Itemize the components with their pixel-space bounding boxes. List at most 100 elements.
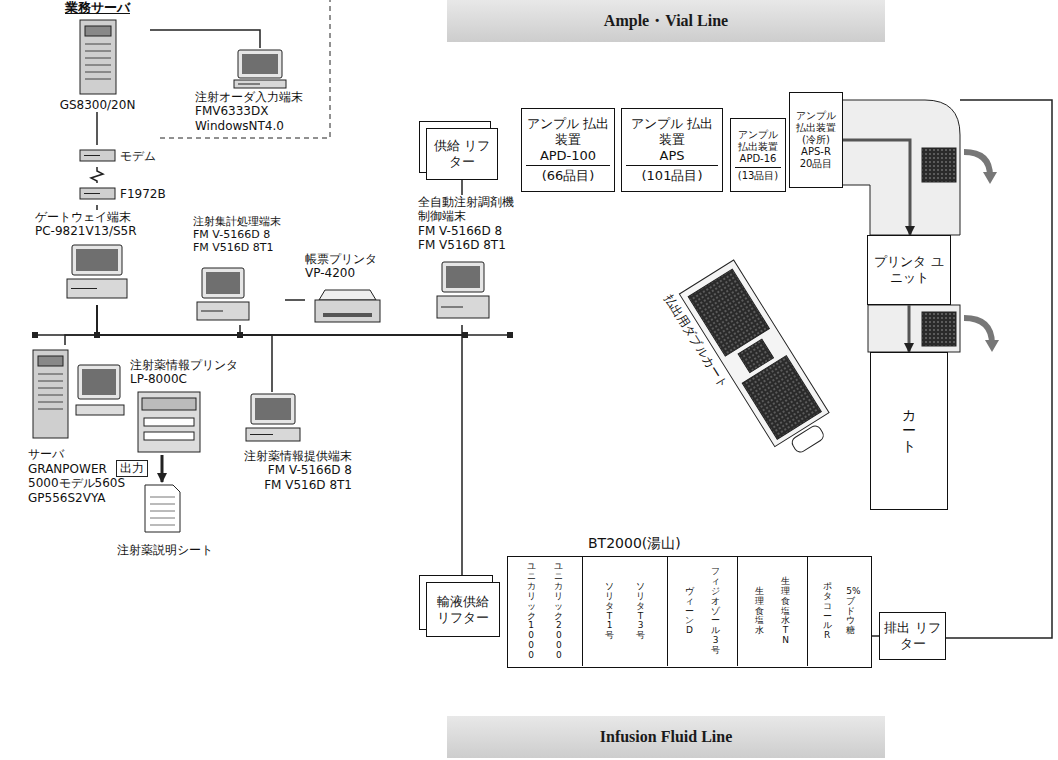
server-drive	[38, 356, 63, 366]
modem-slot	[84, 155, 100, 156]
document-line	[150, 525, 175, 526]
node-text: APD-16	[740, 153, 777, 165]
server-vent	[38, 381, 63, 382]
monitor-icon	[202, 268, 244, 298]
monitor-screen	[255, 398, 291, 420]
server-vent	[38, 388, 63, 389]
line-band: Infusion Fluid Line	[447, 716, 885, 758]
pc-slot	[71, 288, 97, 289]
server-vent	[85, 79, 111, 80]
cart-handle	[790, 424, 826, 455]
monitor-screen	[446, 266, 480, 288]
curved-arrow-head	[985, 340, 999, 352]
boundary-dashed-line	[160, 0, 330, 138]
copier-tray	[144, 418, 194, 426]
server-vent	[85, 44, 111, 45]
node-text: APD-100	[540, 148, 596, 164]
printer-tray	[319, 290, 376, 300]
process-box: アンプル 払出装置APD-16(13品目)	[730, 118, 786, 192]
node-text: FM V-5166D 8	[418, 224, 502, 238]
compartment-box: ポタコールR 5%ブドウ糖	[808, 557, 870, 666]
node-text: ソリタT3号	[636, 582, 645, 641]
device-node: F1972B	[78, 183, 178, 205]
node-text: GS8300/20N	[60, 98, 136, 112]
conveyor-elbow	[842, 100, 960, 235]
server-vent	[85, 58, 111, 59]
monitor-icon	[238, 50, 282, 78]
device-node: サーバGRANPOWER5000モデル560SGP556S2VYA	[28, 345, 143, 505]
node-text: Ample・Vial Line	[604, 11, 728, 30]
connector-line	[65, 305, 97, 345]
node-text: APS-R	[801, 146, 831, 158]
printer-slot	[323, 313, 372, 317]
device-node: 業務サーバGS8300/20N	[45, 0, 150, 112]
connector-line	[96, 205, 98, 210]
device-node: 注射薬説明シート	[115, 482, 215, 557]
node-text: LP-8000C	[130, 372, 187, 386]
process-box: 輸液供給 リフター	[426, 582, 500, 637]
modem-icon	[80, 150, 115, 161]
node-text: FM V516D 8T1	[193, 241, 274, 254]
node-text: F1972B	[120, 187, 166, 201]
node-text: Infusion Fluid Line	[600, 727, 733, 746]
cart-panel	[742, 356, 821, 440]
connector-line	[843, 140, 910, 235]
copier-icon	[138, 392, 200, 452]
process-box: アンプル 払出装置APS(101品目)	[621, 108, 723, 192]
node-text: GRANPOWER	[28, 462, 107, 476]
node-text: WindowsNT4.0	[195, 119, 284, 133]
node-text: ポタコールR	[823, 582, 832, 641]
node-text: FM V516D 8T1	[418, 238, 506, 252]
document-icon	[145, 485, 180, 532]
node-text: プリンタ ユニット	[872, 254, 946, 285]
document-line	[150, 497, 175, 498]
pc-body-icon	[246, 428, 300, 441]
node-text: (66品目)	[526, 165, 610, 184]
node-text: 注射薬情報提供端末	[244, 449, 352, 463]
connector-line	[908, 305, 911, 352]
server-drive	[85, 26, 111, 36]
monitor-screen	[76, 249, 118, 271]
node-text: ヴィーンD	[685, 587, 694, 636]
copier-tray	[144, 432, 194, 440]
curved-arrow-head	[983, 172, 997, 184]
conveyor-segment	[868, 305, 960, 352]
node-text: ユニカリック1000	[527, 562, 536, 661]
process-box: アンプル 払出装置APD-100(66品目)	[521, 108, 615, 192]
connector-line	[285, 299, 305, 301]
server-tower-icon	[33, 350, 68, 438]
connector-line	[91, 167, 103, 183]
node-text: モデム	[120, 149, 156, 163]
document-line	[150, 511, 175, 512]
node-text: 注射集計処理端末	[193, 215, 281, 228]
device-node: 注射薬情報プリンタLP-8000C	[130, 358, 240, 455]
compartment-box: ヴィーンDフィジオゾール3号	[668, 557, 738, 666]
node-text: FM V-5166D 8	[268, 463, 352, 477]
transfer-block	[922, 312, 956, 346]
node-text: BT2000(湯山)	[588, 535, 681, 552]
compartment-box: ソリタT1号ソリタT3号	[583, 557, 668, 666]
connector-line	[97, 305, 240, 335]
connector-line	[150, 30, 260, 48]
device-node: モデム	[78, 145, 168, 167]
node-text: 注射薬説明シート	[117, 543, 213, 557]
connector-line	[461, 180, 463, 195]
device-node: 帳票プリンタVP-4200	[305, 252, 390, 327]
pc-slot	[201, 311, 223, 312]
process-box: プリンタ ユニット	[867, 235, 951, 305]
node-text: 生理食塩水TN	[781, 577, 790, 646]
server-vent	[38, 409, 63, 410]
node-text: 供給 リフター	[431, 138, 493, 169]
device-node: ゲートウェイ端末PC-9821V13/S5R	[35, 210, 160, 305]
node-text: 5%ブドウ糖	[846, 587, 855, 636]
monitor-screen	[82, 369, 116, 395]
process-box: ユニカリック1000ユニカリック2000ソリタT1号ソリタT3号ヴィーンDフィジ…	[507, 556, 872, 668]
monitor-screen	[206, 272, 240, 294]
node-text: VP-4200	[305, 266, 355, 280]
node-text: 生理食塩水	[755, 587, 764, 636]
node-text: FMV6333DX	[195, 104, 268, 118]
pc-body-icon	[234, 80, 286, 88]
copier-scanner	[142, 398, 196, 410]
server-vent	[85, 51, 111, 52]
